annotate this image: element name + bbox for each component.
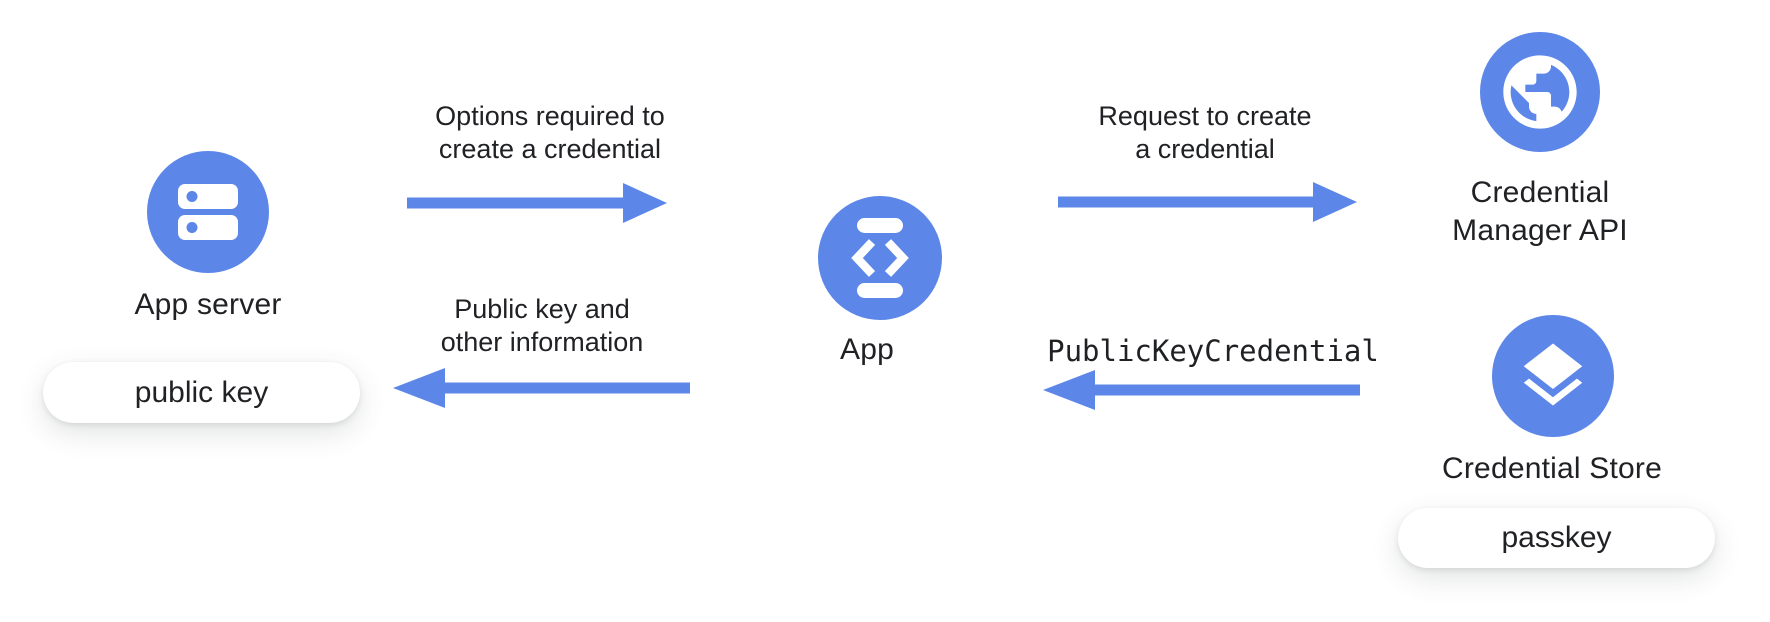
app-node xyxy=(818,196,942,320)
request-arrow-label: Request to create a credential xyxy=(1045,100,1365,166)
options-arrow-head xyxy=(623,183,667,223)
globe-icon xyxy=(1496,48,1584,136)
public-key-credential-arrow xyxy=(1043,370,1360,410)
public-key-info-arrow-label-line2: other information xyxy=(440,327,644,357)
options-arrow-label: Options required to create a credential xyxy=(390,100,710,166)
public-key-badge-text: public key xyxy=(134,375,269,409)
options-arrow-label-line1: Options required to xyxy=(435,101,665,131)
credential-manager-api-label: Credential Manager API xyxy=(1390,174,1690,250)
credential-manager-api-label-line2: Manager API xyxy=(1452,214,1628,247)
credential-store-node xyxy=(1492,315,1614,437)
public-key-info-arrow-head xyxy=(393,368,445,408)
credential-store-label: Credential Store xyxy=(1442,452,1662,485)
request-arrow xyxy=(1058,182,1357,222)
options-arrow-label-line2: create a credential xyxy=(438,134,662,164)
options-arrow xyxy=(407,183,667,223)
public-key-credential-arrow-head xyxy=(1043,370,1095,410)
public-key-info-arrow-label-line1: Public key and xyxy=(454,294,630,324)
app-label: App xyxy=(840,333,894,366)
public-key-info-arrow-label: Public key and other information xyxy=(382,293,702,359)
public-key-credential-arrow-label: PublicKeyCredential xyxy=(1047,334,1379,368)
public-key-badge: public key xyxy=(43,362,360,423)
server-icon xyxy=(178,184,238,240)
public-key-info-arrow-shaft xyxy=(441,382,690,394)
credential-manager-api-node xyxy=(1480,32,1600,152)
request-arrow-label-line2: a credential xyxy=(1135,134,1275,164)
phone-code-icon xyxy=(850,218,910,298)
app-server-label: App server xyxy=(134,288,282,321)
public-key-info-arrow xyxy=(393,368,690,408)
passkey-badge-text: passkey xyxy=(1501,521,1612,554)
app-server-node xyxy=(147,151,269,273)
request-arrow-shaft xyxy=(1058,196,1317,208)
request-arrow-head xyxy=(1313,182,1357,222)
layers-icon xyxy=(1514,337,1592,415)
options-arrow-shaft xyxy=(407,197,627,209)
request-arrow-label-line1: Request to create xyxy=(1098,101,1312,131)
public-key-credential-arrow-shaft xyxy=(1091,384,1360,396)
credential-manager-api-label-line1: Credential xyxy=(1470,176,1610,209)
passkey-badge: passkey xyxy=(1398,508,1715,568)
